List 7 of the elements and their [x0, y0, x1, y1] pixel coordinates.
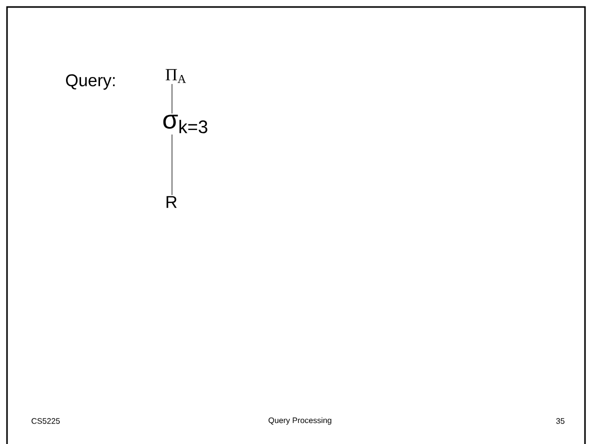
operator-label: R [166, 196, 177, 208]
operator-label: Π$_{A}$ [166, 69, 186, 83]
query-label: Query: [66, 74, 115, 90]
footer-text: CS5225 [32, 418, 60, 424]
footer-text: Query Processing [268, 417, 332, 425]
operator-label: σ$_{k=3}$ [163, 114, 208, 134]
page-number: 35 [556, 418, 564, 424]
